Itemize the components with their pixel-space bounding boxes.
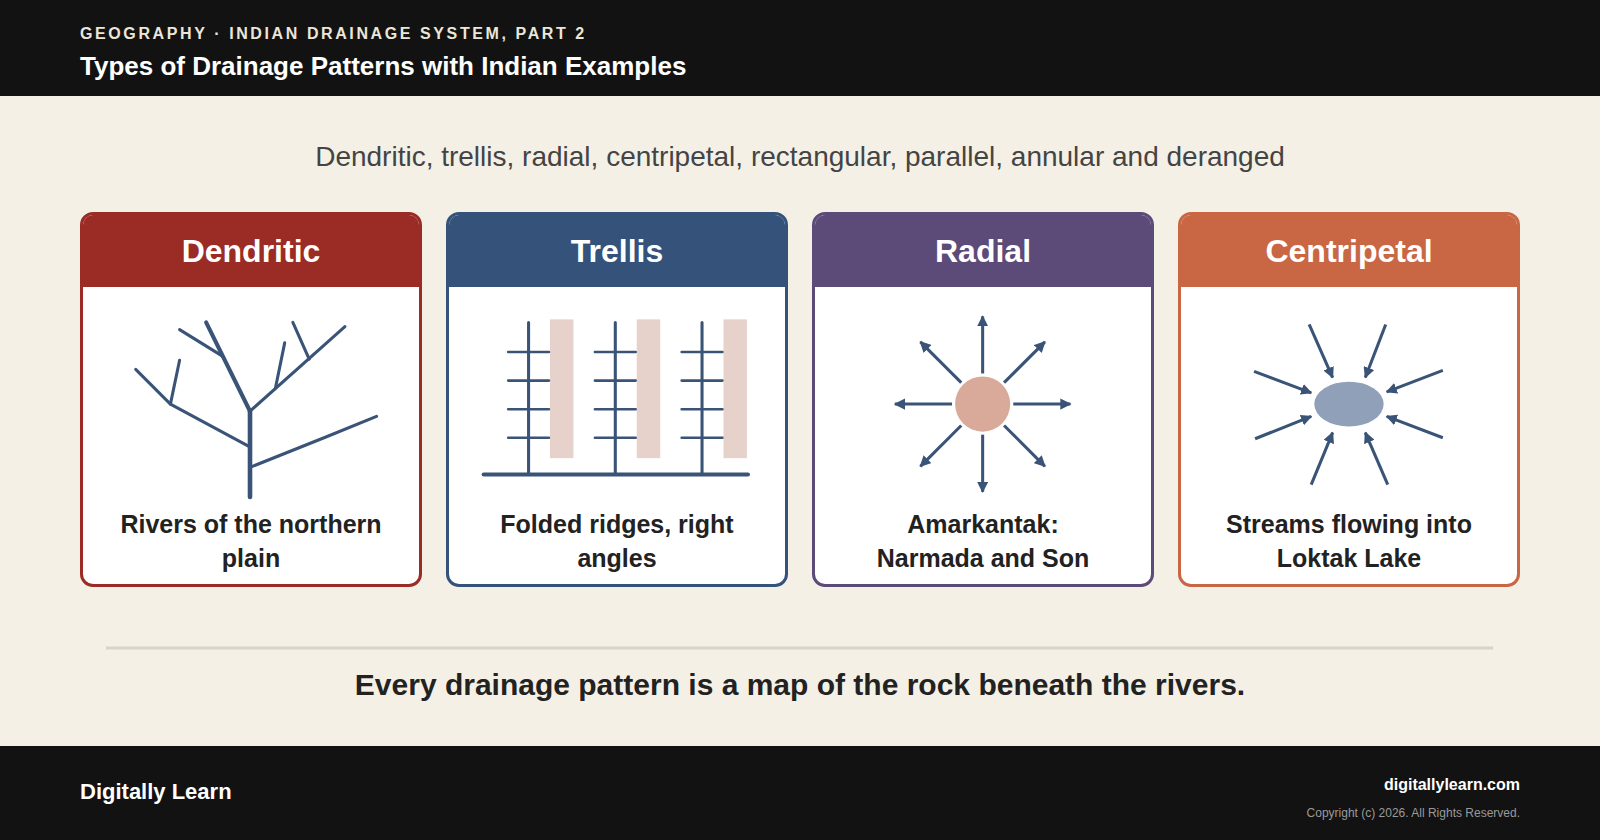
card-example: Folded ridges, right angles <box>486 507 748 575</box>
card-header-band: Radial <box>815 215 1151 287</box>
pattern-card: CentripetalStreams flowing into Loktak L… <box>1178 212 1520 587</box>
card-header-band: Dendritic <box>83 215 419 287</box>
card-heading: Radial <box>935 233 1031 270</box>
card-example: Amarkantak: Narmada and Son <box>852 507 1114 575</box>
card-heading: Trellis <box>571 233 664 270</box>
section-kicker: GEOGRAPHY · INDIAN DRAINAGE SYSTEM, PART… <box>80 25 980 43</box>
subtitle-text: Dendritic, trellis, radial, centripetal,… <box>0 141 1600 173</box>
brand-name: Digitally Learn <box>80 779 480 805</box>
card-example: Rivers of the northern plain <box>120 507 382 575</box>
pattern-card: TrellisFolded ridges, right angles <box>446 212 788 587</box>
divider-line <box>106 647 1493 650</box>
pattern-card: RadialAmarkantak: Narmada and Son <box>812 212 1154 587</box>
card-header-band: Centripetal <box>1181 215 1517 287</box>
card-header-band: Trellis <box>449 215 785 287</box>
radial-pattern <box>895 316 1071 492</box>
caption-text: Every drainage pattern is a map of the r… <box>0 668 1600 702</box>
card-heading: Dendritic <box>182 233 321 270</box>
pattern-card: DendriticRivers of the northern plain <box>80 212 422 587</box>
card-heading: Centripetal <box>1265 233 1432 270</box>
centripetal-pattern <box>1254 324 1443 484</box>
dendritic-tree <box>136 322 377 496</box>
header-band <box>0 0 1600 96</box>
trellis-pattern <box>484 319 748 474</box>
footer-band <box>0 746 1600 840</box>
site-url: digitallylearn.com <box>1020 776 1520 794</box>
card-example: Streams flowing into Loktak Lake <box>1218 507 1480 575</box>
copyright-note: Copyright (c) 2026. All Rights Reserved. <box>1020 806 1520 820</box>
page-title: Types of Drainage Patterns with Indian E… <box>80 51 1280 82</box>
